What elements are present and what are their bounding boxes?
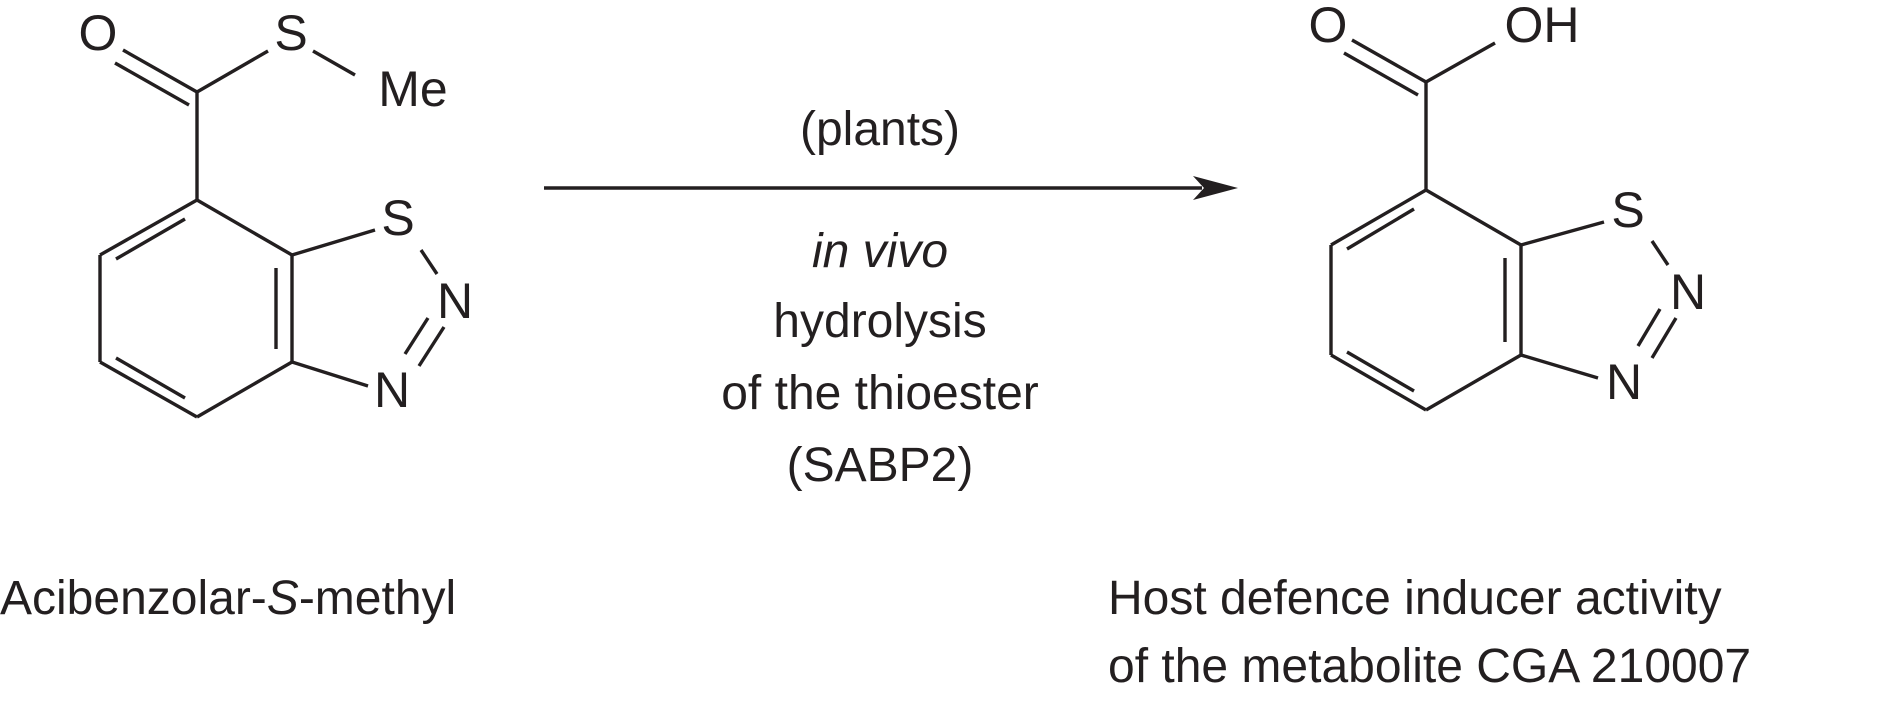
product-caption-line1: Host defence inducer activity bbox=[1108, 572, 1722, 625]
condition-in-vivo: in vivo bbox=[811, 225, 949, 278]
reactant-carbonyl-oxygen-label: O bbox=[79, 5, 118, 61]
reactant-name-italic: S bbox=[266, 572, 299, 625]
condition-hydrolysis: hydrolysis bbox=[773, 295, 987, 348]
reactant-ring-double-bond bbox=[115, 217, 186, 261]
condition-above-arrow: (plants) bbox=[799, 103, 961, 156]
reactant-ring-bond bbox=[99, 360, 198, 419]
reactant-ring-nitrogen-label: N bbox=[374, 362, 410, 418]
product-ring-double-bond bbox=[1346, 350, 1415, 393]
product-carbonyl-oxygen-label: O bbox=[1309, 0, 1348, 53]
product-ring-bond bbox=[1425, 353, 1522, 412]
product-structure: O OH S N N bbox=[1309, 0, 1706, 412]
product-ring-bond bbox=[1330, 188, 1427, 247]
product-n-n-bond bbox=[1650, 317, 1678, 359]
reactant-structure: O S Me S N N bbox=[79, 5, 473, 419]
product-hydroxyl-label: OH bbox=[1505, 0, 1580, 53]
reactant-ring-bond bbox=[99, 198, 198, 257]
reactant-n-n-double-bond bbox=[403, 317, 430, 355]
condition-enzyme: (SABP2) bbox=[786, 439, 974, 492]
product-c-o-double-bond bbox=[1343, 51, 1419, 97]
reactant-ring-bond bbox=[196, 198, 293, 257]
reactant-thioester-sulfur-label: S bbox=[274, 5, 307, 61]
reactant-methyl-label: Me bbox=[378, 61, 447, 117]
product-c-oh-bond bbox=[1425, 41, 1496, 84]
reactant-ring-double-bond bbox=[115, 356, 186, 400]
reaction-arrow-head bbox=[1193, 176, 1238, 200]
reactant-caption: Acibenzolar-S-methyl bbox=[0, 565, 456, 633]
product-ring-double-bond bbox=[1346, 207, 1415, 251]
product-c-o-double-bond bbox=[1351, 38, 1427, 84]
condition-thioester: of the thioester bbox=[721, 367, 1039, 420]
product-ring-nitrogen-label: N bbox=[1670, 264, 1706, 320]
reactant-c-s-thio-bond bbox=[196, 49, 269, 94]
product-s-n-bond bbox=[1650, 240, 1670, 266]
product-ring-nitrogen-label: N bbox=[1606, 354, 1642, 410]
reactant-ring-nitrogen-label: N bbox=[437, 273, 473, 329]
reactant-n-c-bond bbox=[291, 360, 369, 388]
reaction-arrow bbox=[544, 176, 1238, 200]
reactant-s-me-bond bbox=[312, 49, 356, 77]
reactant-ring-bond bbox=[196, 360, 293, 419]
reactant-name-suffix: -methyl bbox=[298, 572, 457, 625]
product-ring-sulfur-label: S bbox=[1611, 182, 1644, 238]
reactant-c-o-double-bond bbox=[114, 61, 190, 107]
reactant-ring-sulfur-label: S bbox=[381, 190, 414, 246]
reactant-c-s-bond bbox=[291, 228, 376, 257]
product-ring-bond bbox=[1425, 188, 1522, 247]
reactant-n-n-bond bbox=[417, 326, 446, 367]
reactant-name-prefix: Acibenzolar- bbox=[0, 572, 267, 625]
reactant-c-o-double-bond bbox=[122, 48, 198, 94]
product-n-n-double-bond bbox=[1636, 308, 1662, 347]
product-ring-bond bbox=[1330, 353, 1427, 412]
reactant-s-n-bond bbox=[419, 249, 439, 275]
product-caption-line2: of the metabolite CGA 210007 bbox=[1108, 640, 1752, 693]
product-c-s-bond bbox=[1520, 220, 1605, 247]
product-n-c-bond bbox=[1520, 353, 1599, 380]
